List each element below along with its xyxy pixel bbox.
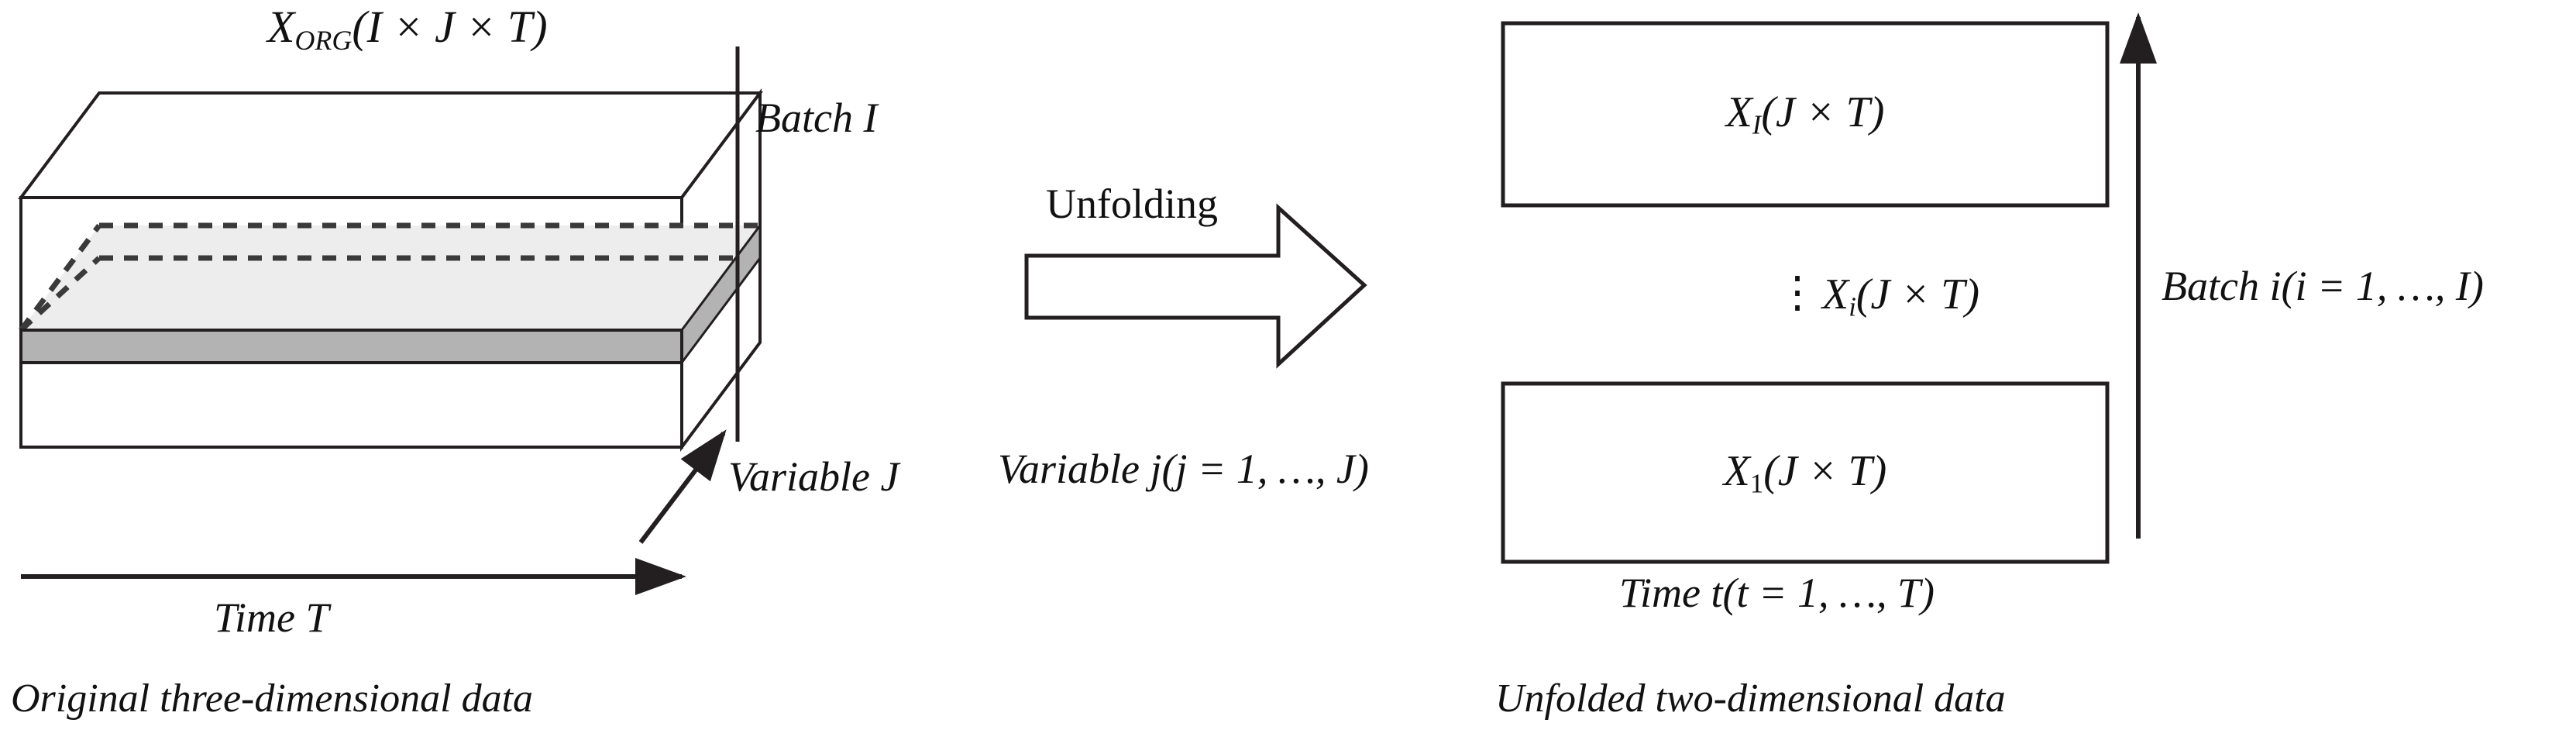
cuboid-top-face (18, 91, 763, 199)
box-middle-dims: (J × T) (1855, 270, 1979, 318)
caption-unfolded-2d: Unfolded two-dimensional data (1495, 676, 2006, 721)
box-top-base: X (1725, 88, 1752, 137)
unfolded-box-top (1501, 21, 2110, 208)
variable-axis-arrow (638, 429, 727, 544)
unfolded-box-bottom-label: X1(J × T) (1503, 384, 2107, 562)
axis-label-variable-J: Variable J (728, 453, 899, 500)
cuboid-dimensions-label: XORG(I × J × T) (267, 5, 548, 55)
slice-hidden-edge-left2 (19, 256, 101, 332)
unfolded-box-top-label: XI(J × T) (1503, 23, 2107, 205)
unfolding-arrow-icon (1024, 203, 1367, 369)
slice-hidden-edge-left (19, 223, 101, 332)
axis-label-variable-j: Variable j(j = 1, …, J) (998, 446, 1369, 492)
box-middle-subscript: i (1849, 291, 1856, 322)
box-bottom-subscript: 1 (1749, 468, 1764, 499)
cuboid-label-dims: (I × J × T) (352, 2, 548, 52)
axis-label-time-t: Time t(t = 1, …, T) (1619, 570, 1935, 616)
box-middle-base: X (1822, 270, 1849, 318)
slab-front-face (19, 329, 683, 364)
unfolding-arrow-label: Unfolding (1046, 181, 1218, 227)
box-top-dims: (J × T) (1761, 88, 1885, 137)
cuboid-label-subscript: ORG (294, 25, 353, 57)
unfolded-box-middle-label: Xi(J × T) (1822, 273, 1979, 321)
axis-label-batch-i: Batch i(i = 1, …, I) (2162, 263, 2484, 309)
unfolded-box-bottom (1501, 381, 2110, 564)
cuboid-label-base: X (267, 2, 295, 52)
box-bottom-dims: (J × T) (1763, 446, 1887, 495)
slice-top-surface (21, 225, 760, 330)
caption-original-3d: Original three-dimensional data (11, 676, 534, 721)
box-top-subscript: I (1752, 109, 1762, 140)
box-bottom-base: X (1723, 446, 1750, 495)
cuboid-3d (18, 88, 763, 453)
axis-label-time-T: Time T (214, 594, 329, 641)
axis-label-batch-I: Batch I (755, 95, 878, 141)
vertical-ellipsis-icon: ⋮ (1776, 269, 1819, 317)
